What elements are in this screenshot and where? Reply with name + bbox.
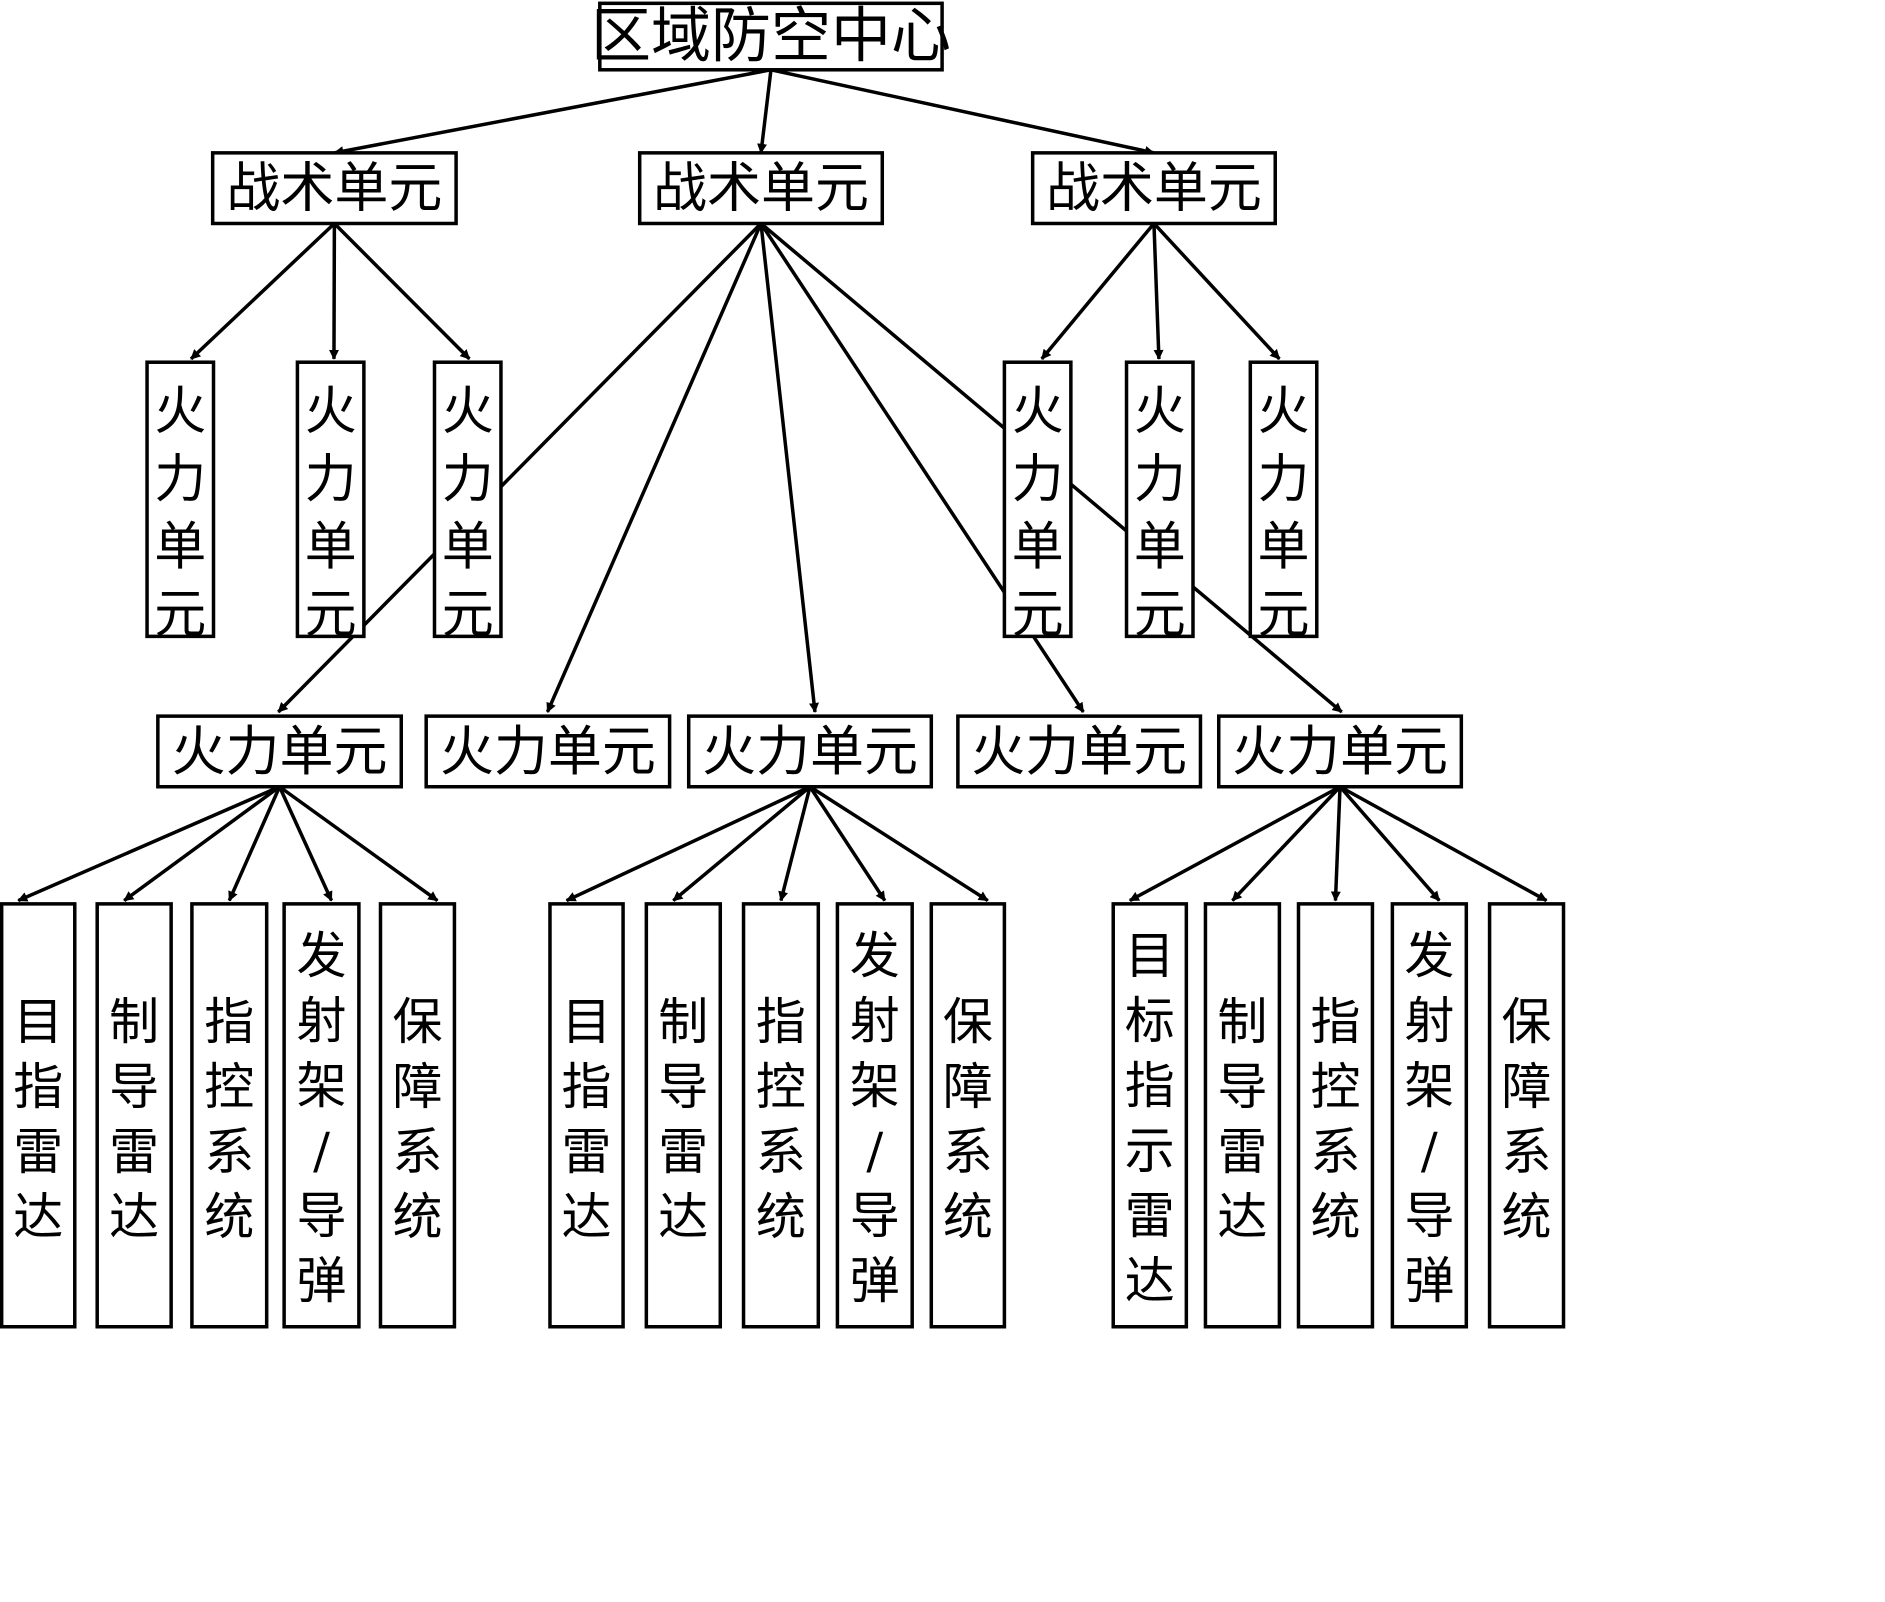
fire-unit-vertical-2: 火力单元	[297, 362, 363, 645]
fire-unit-row-1-label: 火力单元	[172, 720, 388, 783]
fire-unit-row-2-label: 火力单元	[440, 720, 656, 783]
fire-unit-row-3-label: 火力单元	[702, 720, 918, 783]
subsystem-14: 发射架/导弹	[1392, 904, 1466, 1327]
fire-unit-vertical-3: 火力单元	[434, 362, 500, 645]
edge-root-to-tactical-1	[334, 70, 771, 153]
subsystem-11: 目标指示雷达	[1113, 904, 1186, 1327]
edge-tactical3-to-fire-5	[1154, 223, 1159, 358]
subsystem-3: 指控系统	[192, 904, 267, 1327]
edge-root-to-tactical-2	[761, 70, 771, 153]
root-node-regional-air-defense-center: 区域防空中心	[591, 2, 951, 72]
subsystem-15: 保障系统	[1490, 904, 1564, 1327]
edge-fire-row-1-to-subsystem-5	[280, 787, 438, 901]
subsystem-4: 发射架/导弹	[284, 904, 359, 1327]
subsystem-5: 保障系统	[380, 904, 454, 1327]
edge-fire-row-5-to-subsystem-15	[1340, 787, 1546, 901]
fire-unit-vertical-5: 火力单元	[1127, 362, 1193, 645]
subsystem-10: 保障系统	[931, 904, 1004, 1327]
edge-fire-row-3-to-subsystem-9	[810, 787, 885, 901]
diagram-nodes: 区域防空中心战术单元战术单元战术单元火力单元火力单元火力单元火力单元火力单元火力…	[2, 2, 1564, 1327]
edge-fire-row-5-to-subsystem-11	[1130, 787, 1340, 901]
tactical-unit-3: 战术单元	[1033, 153, 1276, 224]
fire-unit-vertical-4: 火力单元	[1004, 362, 1070, 645]
subsystem-8: 指控系统	[744, 904, 819, 1327]
fire-unit-row-1: 火力单元	[158, 716, 401, 787]
subsystem-9: 发射架/导弹	[837, 904, 912, 1327]
subsystem-12: 制导雷达	[1205, 904, 1279, 1327]
subsystem-6: 目指雷达	[550, 904, 623, 1327]
fire-unit-row-5: 火力单元	[1219, 716, 1462, 787]
subsystem-7: 制导雷达	[646, 904, 720, 1327]
edge-tactical2-to-fire-row-2	[547, 223, 761, 711]
fire-unit-vertical-1: 火力单元	[147, 362, 213, 645]
subsystem-2: 制导雷达	[97, 904, 171, 1327]
fire-unit-row-4: 火力单元	[958, 716, 1201, 787]
fire-unit-row-4-label: 火力单元	[971, 720, 1187, 783]
tactical-unit-2-label: 战术单元	[653, 157, 869, 220]
tactical-unit-2: 战术单元	[640, 153, 883, 224]
edge-fire-row-5-to-subsystem-14	[1340, 787, 1439, 901]
edge-fire-row-5-to-subsystem-12	[1232, 787, 1340, 901]
edge-root-to-tactical-3	[771, 70, 1154, 153]
tactical-unit-3-label: 战术单元	[1046, 157, 1262, 220]
edge-tactical1-to-fire-3	[334, 223, 469, 358]
fire-unit-row-2: 火力单元	[426, 716, 669, 787]
edge-tactical2-to-fire-row-3	[761, 223, 815, 711]
edge-fire-row-3-to-subsystem-6	[567, 787, 810, 901]
fire-unit-vertical-6: 火力单元	[1250, 362, 1316, 645]
root-node-regional-air-defense-center-label: 区域防空中心	[591, 2, 951, 72]
edge-fire-row-3-to-subsystem-8	[781, 787, 810, 901]
tactical-unit-1-label: 战术单元	[226, 157, 442, 220]
edge-fire-row-5-to-subsystem-13	[1335, 787, 1340, 901]
tactical-unit-1: 战术单元	[213, 153, 456, 224]
edge-fire-row-3-to-subsystem-7	[673, 787, 810, 901]
fire-unit-row-3: 火力单元	[689, 716, 932, 787]
edge-tactical3-to-fire-6	[1154, 223, 1279, 358]
fire-unit-row-5-label: 火力单元	[1232, 720, 1448, 783]
edge-fire-row-3-to-subsystem-10	[810, 787, 988, 901]
subsystem-1: 目指雷达	[2, 904, 75, 1327]
subsystem-13: 指控系统	[1298, 904, 1372, 1327]
edge-tactical3-to-fire-4	[1042, 223, 1154, 358]
edge-tactical1-to-fire-1	[191, 223, 334, 358]
